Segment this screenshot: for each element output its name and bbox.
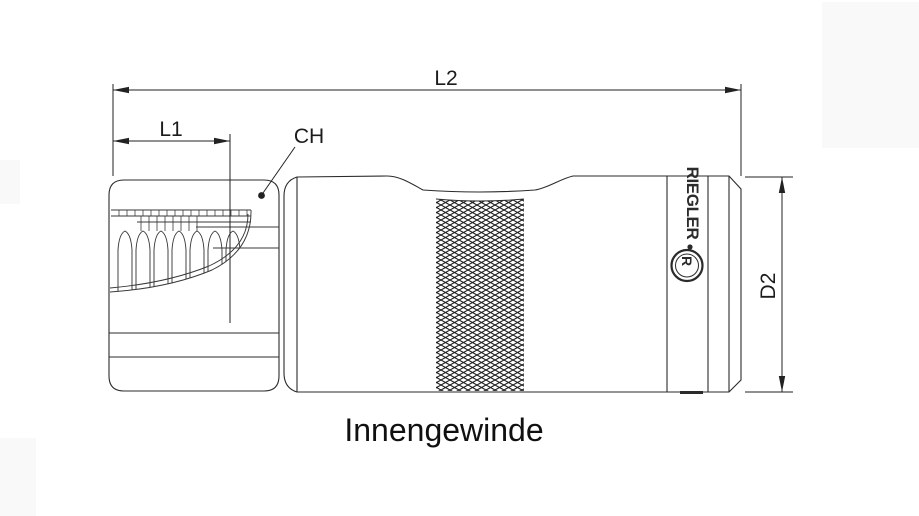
dimension-d2: D2 bbox=[745, 176, 793, 393]
dimension-l2: L2 bbox=[112, 67, 742, 176]
hex-nut bbox=[108, 179, 280, 392]
logo-outer-ring bbox=[670, 248, 704, 283]
brand-logo: R bbox=[670, 248, 704, 283]
l2-arrow-left bbox=[113, 86, 129, 94]
caption: Innengewinde bbox=[344, 412, 543, 448]
bore-verticals bbox=[140, 216, 198, 231]
knurl-fill bbox=[436, 199, 524, 391]
dimension-l1: L1 bbox=[113, 118, 231, 323]
brand-marking: RIEGLER R bbox=[670, 167, 704, 283]
ch-leader-line bbox=[262, 146, 296, 194]
l2-arrow-right bbox=[725, 86, 741, 94]
ch-leader-dot bbox=[258, 192, 265, 199]
thread-crest-ticks bbox=[118, 210, 248, 216]
l1-arrow-right bbox=[214, 137, 230, 145]
knurl-grip bbox=[435, 198, 525, 391]
d2-label: D2 bbox=[757, 273, 780, 300]
thread-cutaway bbox=[109, 209, 279, 293]
sleeve-body bbox=[283, 175, 742, 394]
l1-label: L1 bbox=[159, 118, 182, 141]
logo-letter: R bbox=[679, 256, 695, 266]
logo-inner-ring bbox=[675, 253, 699, 278]
sleeve-outline bbox=[283, 175, 742, 393]
l1-arrow-left bbox=[113, 137, 129, 145]
l2-label: L2 bbox=[434, 67, 457, 90]
thread-teeth bbox=[117, 230, 241, 292]
hex-outline bbox=[108, 179, 280, 392]
d2-arrow-top bbox=[778, 177, 786, 193]
registered-dot bbox=[687, 244, 693, 250]
thread-bore-lines bbox=[137, 221, 279, 249]
dimension-ch: CH bbox=[258, 125, 324, 199]
knurl-top-edge bbox=[435, 198, 525, 202]
cutaway-curve-inner bbox=[109, 213, 249, 289]
ch-label: CH bbox=[294, 125, 324, 148]
brand-name: RIEGLER bbox=[683, 167, 702, 240]
cutaway-curve-outer bbox=[109, 209, 252, 293]
d2-arrow-bottom bbox=[778, 376, 786, 392]
dimensions: L2 L1 CH D2 bbox=[112, 67, 793, 393]
